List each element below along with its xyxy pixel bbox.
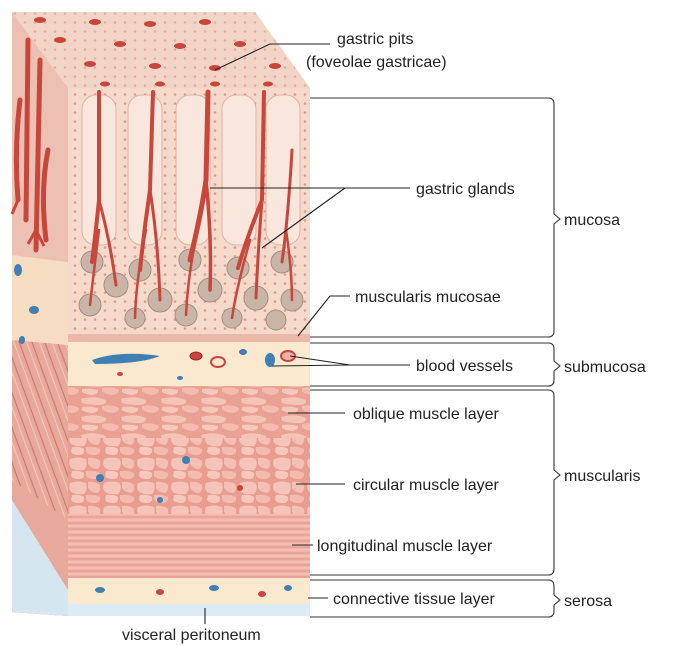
label-muscularis-mucosae: muscularis mucosae (355, 289, 501, 306)
mucosa-region (68, 88, 310, 342)
label-blood-vessels: blood vessels (416, 358, 513, 375)
label-longitudinal-muscle: longitudinal muscle layer (317, 538, 493, 555)
layer-mucosa: mucosa (564, 212, 620, 229)
label-circular-muscle: circular muscle layer (353, 477, 499, 494)
label-gastric-glands: gastric glands (416, 181, 515, 198)
label-visceral-peritoneum: visceral peritoneum (122, 627, 261, 644)
layer-serosa: serosa (564, 593, 612, 610)
label-oblique-muscle: oblique muscle layer (353, 406, 500, 423)
submucosa-region (68, 342, 310, 386)
muscularis-region (68, 386, 310, 578)
label-foveolae: (foveolae gastricae) (306, 54, 447, 71)
layer-submucosa: submucosa (564, 359, 646, 376)
side-face (12, 12, 68, 616)
serosa-region (68, 578, 310, 616)
layer-muscularis: muscularis (564, 468, 640, 485)
label-connective-tissue: connective tissue layer (333, 591, 496, 608)
label-gastric-pits: gastric pits (337, 31, 413, 48)
